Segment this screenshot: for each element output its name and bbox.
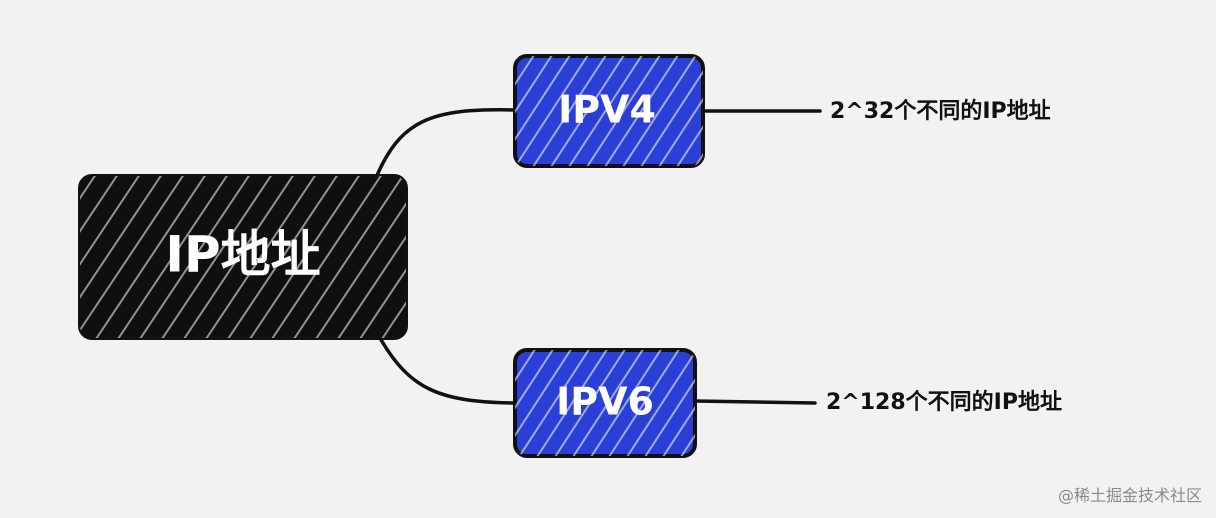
ipv6-hatch [409,346,695,460]
watermark: @稀土掘金技术社区 [1057,486,1202,505]
root-node: IP地址 [0,172,669,342]
hatch-stroke [515,56,555,166]
hatch-stroke [515,350,575,456]
hatch-stroke [247,176,363,338]
hatch-stroke [530,56,609,166]
hatch-stroke [552,350,629,456]
hatch-stroke [660,350,695,456]
hatch-stroke [566,56,645,166]
ipv6-leaf-text: 2^128个不同的IP地址 [826,389,1062,415]
hatch-stroke [357,176,406,338]
hatch-stroke [515,56,537,166]
hatch-stroke [602,56,681,166]
hatch-stroke [0,172,31,342]
hatch-stroke [379,176,406,338]
hatch-stroke [515,56,591,166]
hatch-stroke [570,350,647,456]
hatch-stroke [556,172,669,342]
connector-root-ipv6 [378,336,517,405]
hatch-stroke [401,176,406,338]
hatch-stroke [0,172,75,342]
hatch-stroke [548,56,627,166]
hatch-stroke [515,56,573,166]
hatch-stroke [80,176,143,338]
root-hatch [0,172,669,342]
hatch-stroke [203,176,319,338]
hatch-stroke [181,176,297,338]
hatch-stroke [624,350,695,456]
ipv4-hatch [515,56,703,166]
hatch-stroke [490,172,603,342]
hatch-stroke [620,56,699,166]
hatch-stroke [159,176,275,338]
hatch-stroke [291,176,406,338]
hatch-stroke [516,350,593,456]
hatch-stroke [80,176,165,338]
hatch-stroke [269,176,385,338]
hatch-stroke [674,56,703,166]
hatch-stroke [80,176,187,338]
ipv6-node: IPV6 [409,346,697,460]
hatch-stroke [515,350,539,456]
hatch-stroke [0,172,53,342]
hatch-stroke [225,176,341,338]
hatch-stroke [584,56,663,166]
hatch-stroke [588,350,665,456]
hatch-stroke [80,176,121,338]
hatch-stroke [446,172,559,342]
ipv6-label: IPV6 [556,380,654,424]
hatch-stroke [678,350,695,456]
hatch-stroke [335,176,406,338]
ipv4-node: IPV4 [513,54,705,168]
hatch-stroke [534,350,611,456]
hatch-stroke [606,350,683,456]
hatch-stroke [313,176,406,338]
root-label: IP地址 [165,226,320,284]
connector-root-ipv4 [373,108,517,182]
hatch-stroke [534,172,647,342]
hatch-stroke [642,350,695,456]
hatch-stroke [137,176,253,338]
ipv4-label: IPV4 [558,88,656,132]
hatch-stroke [468,172,581,342]
hatch-stroke [656,56,703,166]
hatch-stroke [409,346,483,460]
hatch-stroke [638,56,703,166]
connector-ipv6-leaf [693,399,817,405]
ipv4-leaf-text: 2^32个不同的IP地址 [830,98,1051,124]
hatch-stroke [93,176,209,338]
hatch-stroke [515,350,557,456]
hatch-stroke [115,176,231,338]
hatch-stroke [424,172,537,342]
hatch-stroke [512,172,625,342]
